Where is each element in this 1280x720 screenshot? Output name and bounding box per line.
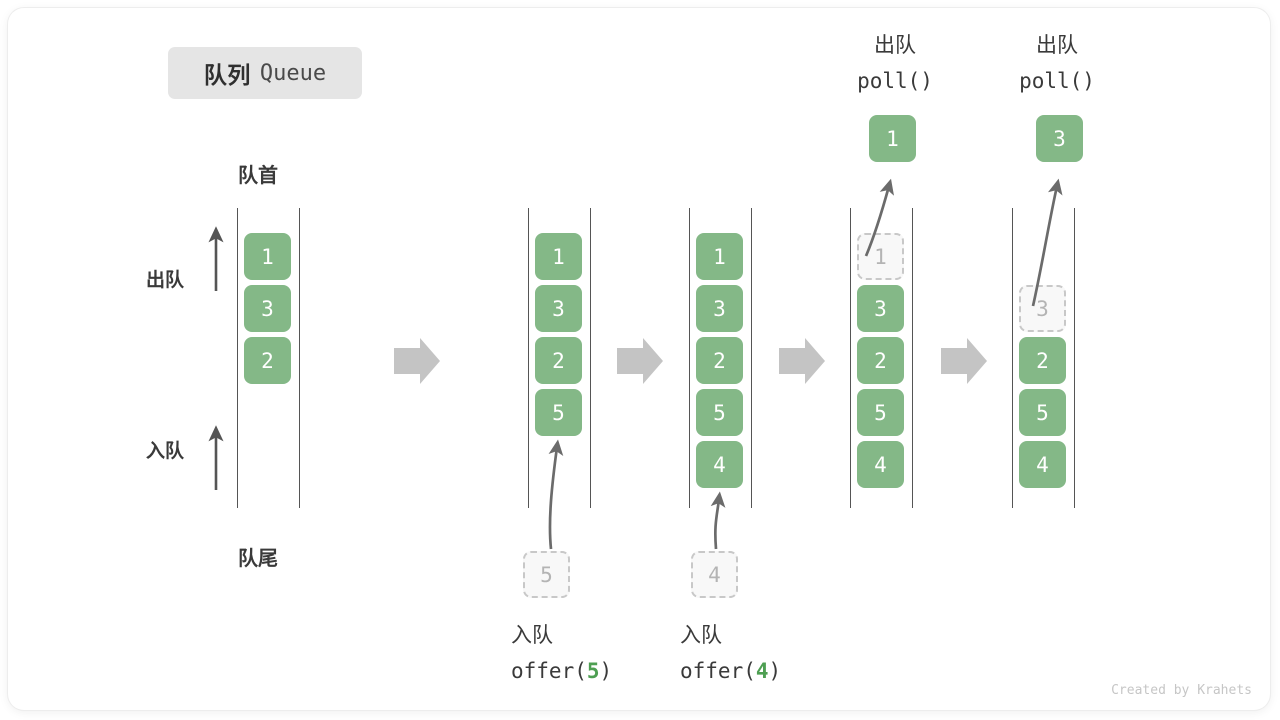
caption-suffix: ) (599, 659, 613, 683)
caption-line-2: offer(5) (511, 654, 612, 688)
caption-prefix: offer( (680, 659, 756, 683)
queue-element: 3 (244, 285, 291, 332)
label-rear: 队尾 (238, 548, 278, 570)
caption-line-2: offer(4) (680, 654, 781, 688)
queue-element: 3 (696, 285, 743, 332)
header-line-2: poll() (857, 69, 933, 93)
caption-offer-5: 入队 offer(5) (511, 618, 612, 688)
queue-element-incoming: 5 (535, 389, 582, 436)
queue-element: 3 (857, 285, 904, 332)
rail-left-step-1 (528, 208, 529, 508)
header-poll-3: 出队 poll() (1002, 28, 1112, 98)
queue-element: 2 (857, 337, 904, 384)
removed-ghost-element: 1 (857, 233, 904, 280)
queue-element: 2 (1019, 337, 1066, 384)
incoming-ghost-element: 4 (691, 551, 738, 598)
queue-element: 4 (857, 441, 904, 488)
queue-element: 4 (1019, 441, 1066, 488)
header-line-2: poll() (1019, 69, 1095, 93)
queue-element: 2 (244, 337, 291, 384)
queue-element: 1 (535, 233, 582, 280)
caption-line-1: 入队 (511, 624, 553, 647)
rail-right-step-0 (299, 208, 300, 508)
queue-element: 2 (696, 337, 743, 384)
queue-element: 2 (535, 337, 582, 384)
header-poll-1: 出队 poll() (840, 28, 950, 98)
credit-text: Created by Krahets (1111, 683, 1252, 698)
title-english: Queue (259, 60, 327, 86)
queue-element: 5 (1019, 389, 1066, 436)
rail-right-step-1 (590, 208, 591, 508)
caption-prefix: offer( (511, 659, 587, 683)
header-line-1: 出队 (874, 34, 916, 57)
caption-value: 5 (586, 659, 600, 683)
caption-offer-4: 入队 offer(4) (680, 618, 781, 688)
queue-element: 3 (535, 285, 582, 332)
rail-right-step-3 (912, 208, 913, 508)
label-front: 队首 (238, 165, 278, 187)
incoming-ghost-element: 5 (523, 551, 570, 598)
caption-line-1: 入队 (680, 624, 722, 647)
queue-element: 1 (696, 233, 743, 280)
rail-left-step-0 (237, 208, 238, 508)
outgoing-element: 3 (1036, 115, 1083, 162)
label-dequeue-direction: 出队 (146, 270, 185, 291)
rail-left-step-2 (689, 208, 690, 508)
label-enqueue-direction: 入队 (146, 441, 185, 462)
queue-element: 5 (857, 389, 904, 436)
caption-value: 4 (755, 659, 769, 683)
rail-left-step-3 (850, 208, 851, 508)
queue-element: 5 (696, 389, 743, 436)
removed-ghost-element: 3 (1019, 285, 1066, 332)
diagram-title-badge: 队列 Queue (168, 47, 362, 99)
caption-suffix: ) (768, 659, 782, 683)
rail-right-step-2 (751, 208, 752, 508)
outgoing-element: 1 (869, 115, 916, 162)
rail-right-step-4 (1074, 208, 1075, 508)
header-line-1: 出队 (1036, 34, 1078, 57)
queue-element-incoming: 4 (696, 441, 743, 488)
title-chinese: 队列 (203, 62, 251, 88)
queue-element: 1 (244, 233, 291, 280)
rail-left-step-4 (1012, 208, 1013, 508)
diagram-frame (8, 8, 1270, 710)
